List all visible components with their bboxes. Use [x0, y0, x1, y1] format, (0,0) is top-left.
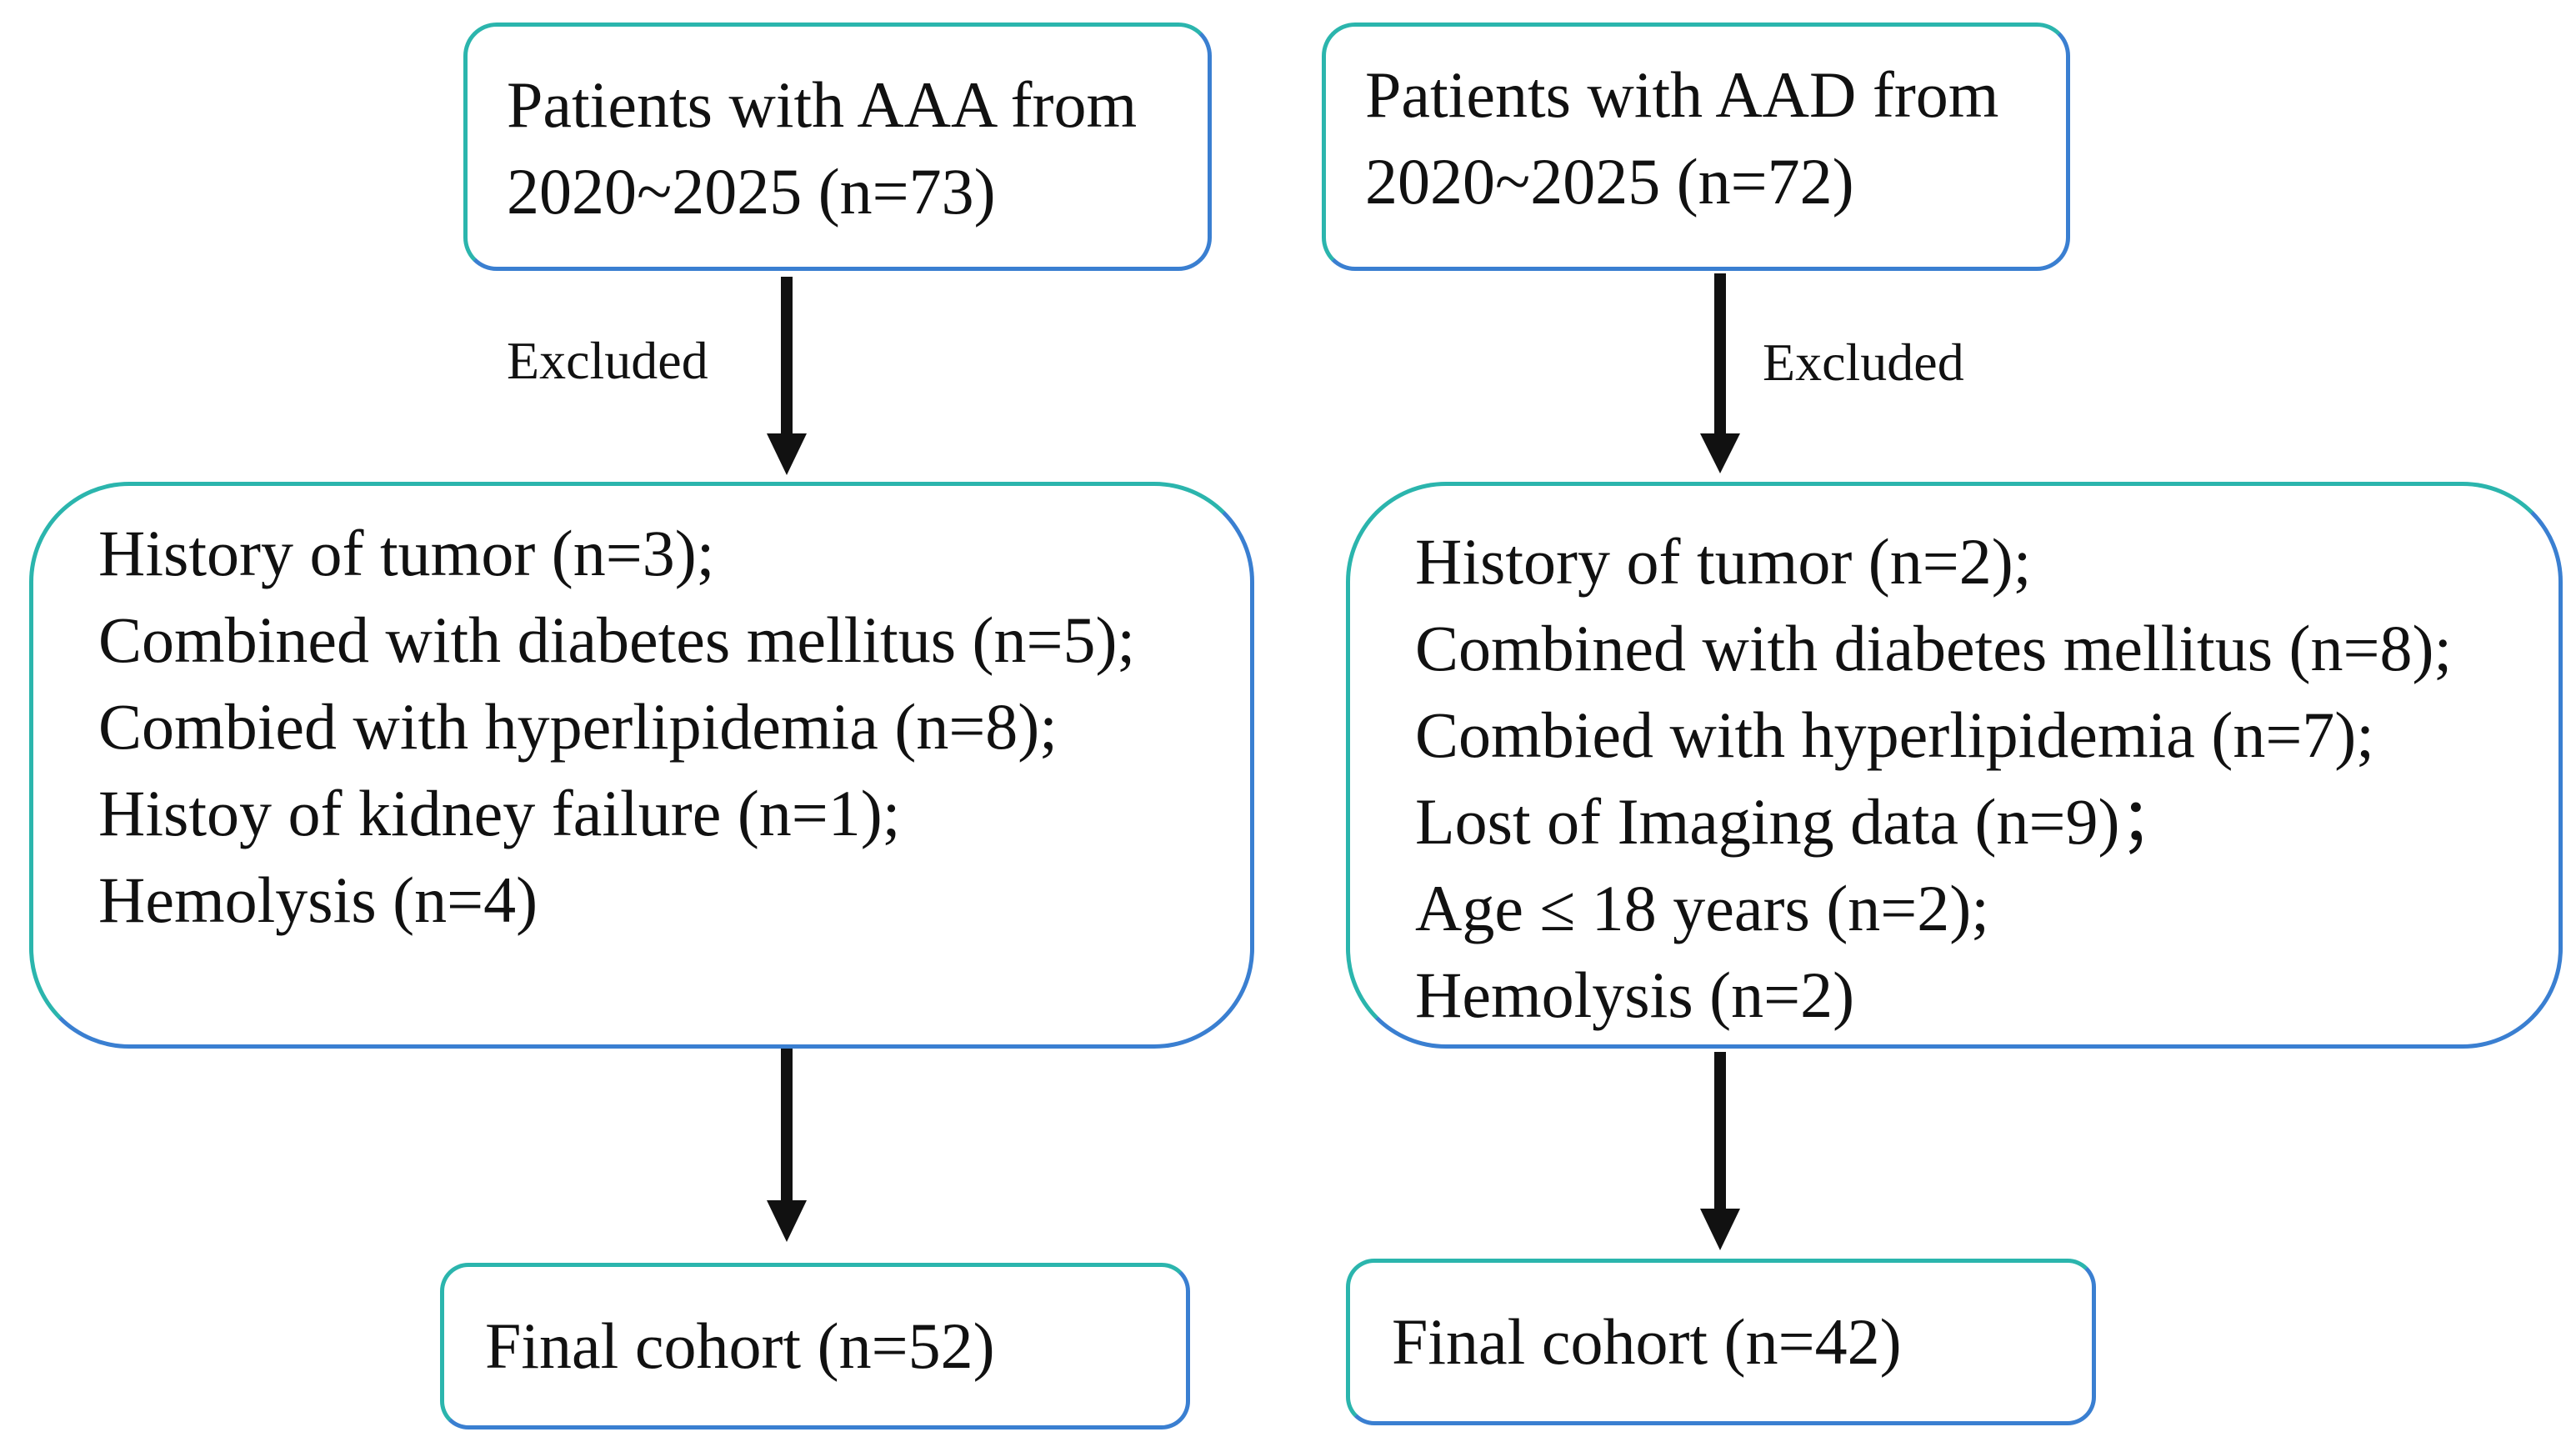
right-exclusions-list: History of tumor (n=2); Combined with di… — [1415, 518, 2452, 1039]
right-source-line-2: 2020~2025 (n=72) — [1365, 145, 1854, 218]
right-final-box — [1346, 1259, 2096, 1425]
left-arrow-exclusions-to-final — [767, 1042, 807, 1242]
right-final-text: Final cohort (n=42) — [1392, 1305, 1902, 1378]
right-source-line-1: Patients with AAD from — [1365, 58, 1999, 131]
right-exclusion-item: Age ≤ 18 years (n=2); — [1415, 872, 1989, 944]
right-exclusion-item: History of tumor (n=2); — [1415, 525, 2032, 598]
right-exclusions-box — [1346, 482, 2563, 1049]
right-excluded-label: Excluded — [1763, 333, 1964, 392]
right-arrow-exclusions-to-final — [1700, 1052, 1740, 1250]
left-exclusion-item: Hemolysis (n=4) — [98, 864, 538, 936]
right-source-box — [1322, 23, 2070, 271]
right-exclusion-item: Combied with hyperlipidemia (n=7); — [1415, 698, 2374, 771]
right-exclusion-item: Combined with diabetes mellitus (n=8); — [1415, 612, 2453, 684]
left-exclusions-box — [29, 482, 1254, 1049]
left-source-line-2: 2020~2025 (n=73) — [507, 155, 996, 228]
left-final-box — [440, 1263, 1190, 1429]
left-final-text: Final cohort (n=52) — [485, 1309, 995, 1382]
left-arrow-source-to-exclusions — [767, 277, 807, 475]
left-source-box — [463, 23, 1212, 271]
right-exclusion-item: Hemolysis (n=2) — [1415, 959, 1855, 1031]
left-source-line-1: Patients with AAA from — [507, 68, 1138, 141]
right-exclusion-item: Lost of Imaging data (n=9)； — [1415, 785, 2185, 858]
left-exclusion-item: Combied with hyperlipidemia (n=8); — [98, 690, 1058, 763]
right-arrow-source-to-exclusions — [1700, 273, 1740, 473]
left-exclusions-list: History of tumor (n=3); Combined with di… — [98, 510, 1135, 944]
left-exclusion-item: Histoy of kidney failure (n=1); — [98, 777, 901, 849]
left-source-text: Patients with AAA from 2020~2025 (n=73) — [507, 62, 1137, 235]
left-excluded-label: Excluded — [507, 331, 708, 390]
left-exclusion-item: Combined with diabetes mellitus (n=5); — [98, 603, 1136, 676]
right-source-text: Patients with AAD from 2020~2025 (n=72) — [1365, 52, 1998, 225]
left-exclusion-item: History of tumor (n=3); — [98, 517, 715, 589]
